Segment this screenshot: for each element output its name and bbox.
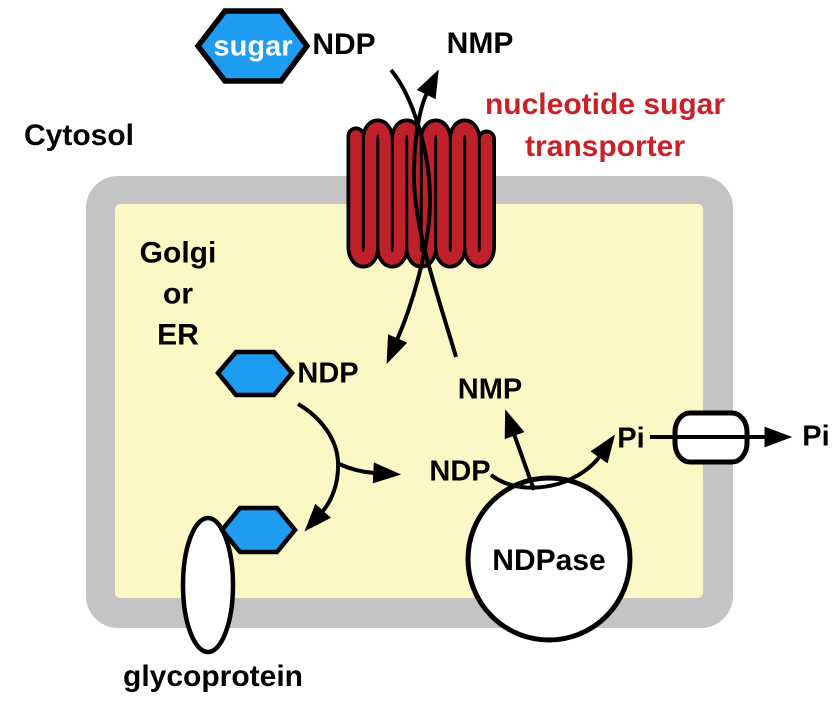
nmp-top-label: NMP (446, 27, 514, 60)
ndpase-label: NDPase (492, 544, 606, 577)
sugar-hexagon-cytosol-icon (194, 8, 311, 84)
ndp-lumen-label: NDP (297, 357, 359, 390)
compartment-line2: or (163, 277, 193, 311)
ndp-free-label: NDP (429, 455, 491, 488)
sugar-transfer-arrow (296, 402, 341, 532)
nmp-product-arrow (504, 409, 536, 491)
cytosol-label: Cytosol (23, 119, 135, 152)
ndp-release-arrow (338, 462, 402, 484)
pi-product-arrow (489, 434, 616, 490)
pi-lumen-label: Pi (617, 422, 645, 455)
sugar-hexagon-lumen-icon (215, 349, 295, 398)
transporter-name-line2: transporter (524, 130, 686, 163)
sugar-label: sugar (213, 30, 293, 63)
nmp-export-arrow (411, 69, 458, 358)
sugar-ndp-import-arrow (386, 68, 433, 365)
compartment-label: Golgi or ER (140, 233, 217, 356)
compartment-line1: Golgi (139, 236, 217, 270)
transporter-name-label: nucleotide sugar transporter (485, 84, 725, 168)
pi-cytosol-label: Pi (802, 420, 830, 453)
ndp-top-label: NDP (312, 28, 376, 61)
nmp-lumen-label: NMP (457, 373, 523, 406)
compartment-line3: ER (157, 318, 199, 352)
sugar-hexagon-on-glycoprotein-icon (219, 505, 298, 555)
glycoprotein-icon (180, 515, 236, 655)
ndpase-circle (465, 475, 633, 643)
transporter-name-line1: nucleotide sugar (484, 88, 726, 121)
glycoprotein-label: glycoprotein (122, 660, 304, 693)
